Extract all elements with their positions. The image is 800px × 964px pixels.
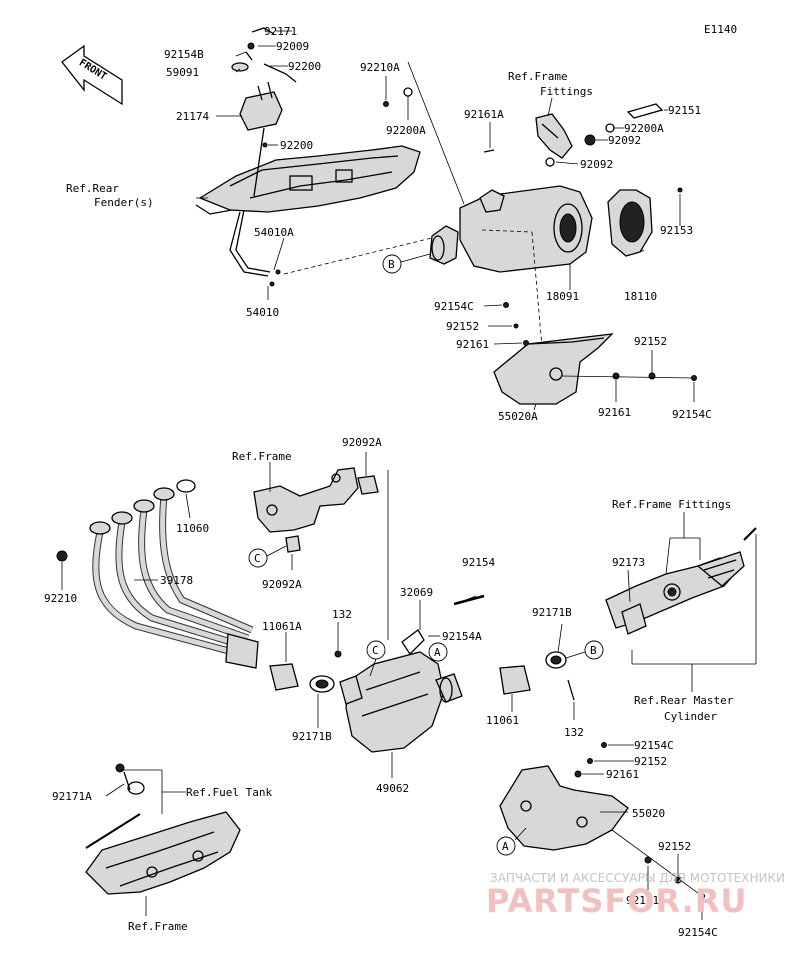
label-92151: 92151 — [668, 104, 701, 117]
label-49062: 49062 — [376, 782, 409, 795]
part-21174 — [239, 91, 283, 131]
label-39178: 39178 — [160, 574, 193, 587]
pre-chamber-49062 — [339, 629, 463, 778]
label-fenders: Fender(s) — [94, 196, 154, 209]
callout-b-right-letter: B — [590, 644, 597, 657]
label-92154: 92154 — [462, 556, 495, 569]
label-132-right: 132 — [564, 726, 584, 739]
label-92200-top: 92200 — [288, 60, 321, 73]
label-92171b-right: 92171B — [532, 606, 572, 619]
label-92152-a: 92152 — [446, 320, 479, 333]
label-92009: 92009 — [276, 40, 309, 53]
label-92154c-b: 92154C — [672, 408, 712, 421]
label-92210a: 92210A — [360, 61, 400, 74]
watermark-caption: ЗАПЧАСТИ И АКСЕССУАРЫ ДЛЯ МОТОТЕХНИКИ — [490, 871, 785, 885]
label-ref-fuel-tank: Ref.Fuel Tank — [186, 786, 272, 799]
label-92154c-a: 92154C — [434, 300, 474, 313]
label-92154c-d: 92154C — [678, 926, 718, 939]
label-ref-rear: Ref.Rear — [66, 182, 119, 195]
frame-bracket-middle — [253, 467, 379, 553]
label-54010: 54010 — [246, 306, 279, 319]
label-92092-mid: 92092 — [580, 158, 613, 171]
label-92152-d: 92152 — [658, 840, 691, 853]
heat-shield-55020a — [493, 302, 697, 405]
label-55020: 55020 — [632, 807, 665, 820]
top-hardware — [231, 27, 297, 287]
label-11060: 11060 — [176, 522, 209, 535]
watermark-logo: PARTSFOR.RU — [486, 882, 747, 920]
label-92171a: 92171A — [52, 790, 92, 803]
label-11061a: 11061A — [262, 620, 302, 633]
label-92173: 92173 — [612, 556, 645, 569]
label-132-left: 132 — [332, 608, 352, 621]
label-92092-right: 92092 — [608, 134, 641, 147]
callout-a-bottom: A — [496, 827, 527, 856]
leaders-rear-master — [627, 512, 757, 692]
leaders-frame-middle — [269, 452, 389, 640]
callout-b-top-letter: B — [388, 258, 395, 271]
rear-master-bracket — [605, 527, 757, 635]
label-92092a-bottom: 92092A — [262, 578, 302, 591]
label-cylinder: Cylinder — [664, 710, 717, 723]
callout-c-pre-chamber-letter: C — [372, 644, 379, 657]
leaders-fuel-tank — [105, 769, 186, 916]
rear-fender-part — [198, 145, 421, 213]
callout-b-top: B — [382, 253, 431, 274]
callout-c-pre-chamber: C — [366, 640, 386, 677]
label-92152-b: 92152 — [634, 335, 667, 348]
label-92161-a: 92161 — [456, 338, 489, 351]
fuel-tank-bracket — [85, 763, 241, 895]
leaders-pre-chamber — [419, 594, 485, 637]
watermark: ЗАПЧАСТИ И АКСЕССУАРЫ ДЛЯ МОТОТЕХНИКИ PA… — [486, 871, 785, 920]
gasket-11061a — [269, 622, 342, 728]
label-ref-frame-top: Ref.Frame — [508, 70, 568, 83]
label-92171: 92171 — [264, 25, 297, 38]
gasket-11061 — [499, 623, 575, 720]
label-92200-mid: 92200 — [280, 139, 313, 152]
front-arrow: FRONT — [61, 44, 123, 106]
label-92152-c: 92152 — [634, 755, 667, 768]
label-ref-rear-master: Ref.Rear Master — [634, 694, 734, 707]
leaders-header — [61, 493, 191, 590]
label-11061: 11061 — [486, 714, 519, 727]
callout-c-middle: C — [248, 545, 287, 568]
leaders-heat-shield — [582, 744, 703, 920]
label-21174: 21174 — [176, 110, 209, 123]
label-92092a-top: 92092A — [342, 436, 382, 449]
label-54010a: 54010A — [254, 226, 294, 239]
label-92161-c: 92161 — [606, 768, 639, 781]
callout-c-middle-letter: C — [254, 552, 261, 565]
leaders-heat-shield-a — [483, 304, 695, 411]
label-fittings-top: Fittings — [540, 85, 593, 98]
label-18091: 18091 — [546, 290, 579, 303]
label-55020a: 55020A — [498, 410, 538, 423]
label-59091: 59091 — [166, 66, 199, 79]
leaders-top-left — [196, 30, 441, 300]
label-92154b: 92154B — [164, 48, 204, 61]
callout-a-bottom-letter: A — [502, 840, 509, 853]
label-92200a-right: 92200A — [624, 122, 664, 135]
callout-b-right: B — [565, 640, 604, 660]
rear-fender-assembly — [195, 81, 421, 277]
label-92161-d: 92161 — [626, 894, 659, 907]
label-92153: 92153 — [660, 224, 693, 237]
callout-a-pre-chamber: A — [428, 642, 448, 662]
muffler-assembly — [429, 185, 653, 273]
label-18110: 18110 — [624, 290, 657, 303]
header-pipes-39178 — [56, 479, 259, 669]
label-ref-frame-fittings: Ref.Frame Fittings — [612, 498, 731, 511]
label-92161-b: 92161 — [598, 406, 631, 419]
label-92154a: 92154A — [442, 630, 482, 643]
label-ref-frame-mid: Ref.Frame — [232, 450, 292, 463]
label-ref-frame-bottom: Ref.Frame — [128, 920, 188, 933]
label-92171b-left: 92171B — [292, 730, 332, 743]
label-92161a: 92161A — [464, 108, 504, 121]
figure-id: E1140 — [704, 23, 737, 36]
callout-a-pre-chamber-letter: A — [434, 646, 441, 659]
label-92154c-c: 92154C — [634, 739, 674, 752]
label-92200a-left: 92200A — [386, 124, 426, 137]
label-92210: 92210 — [44, 592, 77, 605]
label-32069: 32069 — [400, 586, 433, 599]
